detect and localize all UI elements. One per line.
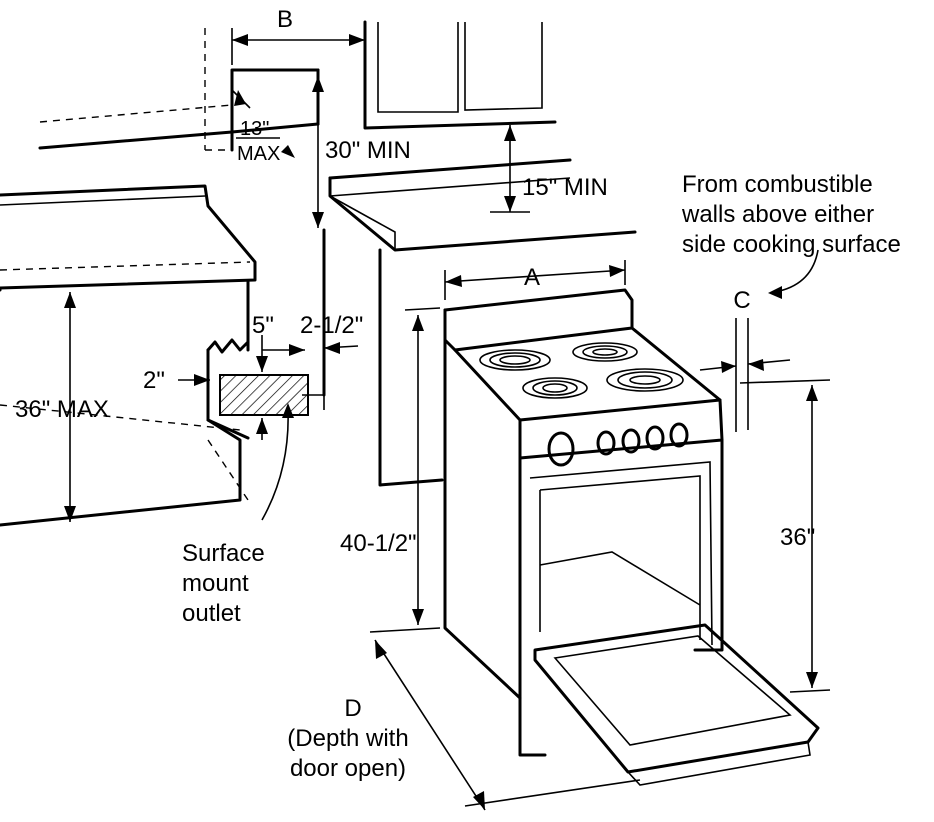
upper-cabinets [38, 20, 557, 152]
label-depth-line2: door open) [290, 755, 406, 782]
dimension-d [374, 639, 641, 811]
dimension-40-half [369, 307, 441, 633]
label-13-unit: MAX [237, 143, 280, 165]
label-outlet-line1: Surface [182, 540, 265, 567]
electric-range [443, 288, 820, 786]
label-36: 36" [780, 524, 815, 551]
dimension-a [444, 260, 626, 300]
label-15-min: 15" MIN [522, 174, 608, 201]
dimension-c [699, 318, 791, 432]
burner-front-left [522, 377, 588, 399]
label-combustible-line1: From combustible [682, 171, 873, 198]
label-5: 5" [252, 312, 274, 339]
label-d: D [344, 695, 361, 722]
label-30-min: 30" MIN [325, 137, 411, 164]
burner-back-right [572, 342, 638, 362]
dimension-b [231, 28, 365, 65]
label-c: C [733, 287, 750, 314]
burner-back-left [479, 349, 551, 371]
label-36-max: 36" MAX [15, 396, 109, 423]
right-counter [302, 158, 637, 487]
label-2-half: 2-1/2" [300, 312, 363, 339]
dimension-15-min [490, 125, 530, 213]
label-combustible-line2: walls above either [681, 201, 874, 228]
label-outlet-line2: mount [182, 570, 249, 597]
outlet-leader [261, 403, 294, 521]
dimension-2 [178, 374, 210, 386]
surface-mount-outlet [219, 374, 309, 416]
left-counter [0, 184, 257, 527]
open-oven-door [533, 623, 820, 786]
label-combustible-line3: side cooking surface [682, 231, 901, 258]
label-2: 2" [143, 367, 165, 394]
label-13-value: 13" [240, 118, 269, 140]
dimension-36-max [64, 292, 76, 522]
dimension-36-right [739, 379, 831, 693]
label-depth-line1: (Depth with [287, 725, 408, 752]
burner-front-right [606, 368, 684, 392]
dimension-13-max [234, 90, 295, 158]
combustible-arrow [768, 249, 819, 299]
label-outlet-line3: outlet [182, 600, 241, 627]
dimension-2-half [262, 342, 359, 356]
dimension-30-min [312, 76, 324, 228]
dimension-5 [256, 335, 268, 440]
label-40-half: 40-1/2" [340, 530, 417, 557]
control-knobs [547, 422, 689, 467]
label-a: A [524, 264, 540, 291]
label-b: B [277, 6, 293, 33]
